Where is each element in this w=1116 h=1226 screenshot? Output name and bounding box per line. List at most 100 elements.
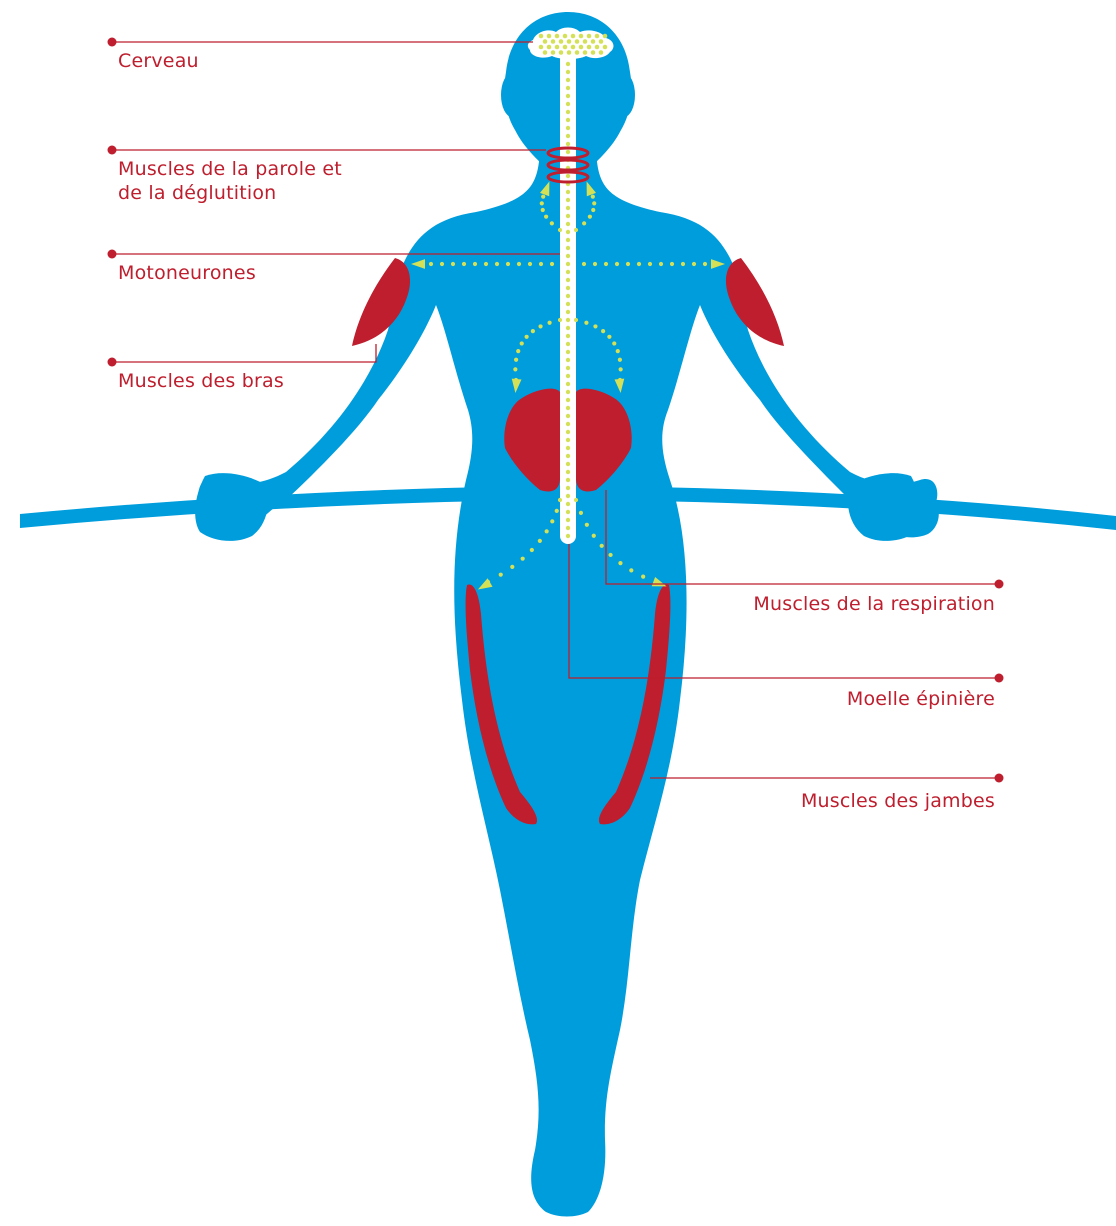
spinal-dot bbox=[566, 174, 570, 178]
brain-dot bbox=[539, 34, 544, 39]
throat-path-dot bbox=[582, 221, 586, 225]
arm-path-dot bbox=[615, 262, 619, 266]
arm-path-dot bbox=[506, 262, 510, 266]
spinal-dot bbox=[566, 470, 570, 474]
spinal-dot bbox=[566, 350, 570, 354]
leader-dot bbox=[995, 774, 1004, 783]
spinal-dot bbox=[566, 230, 570, 234]
spinal-dot bbox=[566, 62, 570, 66]
spinal-dot bbox=[566, 278, 570, 282]
spinal-dot bbox=[566, 478, 570, 482]
arm-path-dot bbox=[451, 262, 455, 266]
spinal-dot bbox=[566, 222, 570, 226]
leg-path-dot bbox=[618, 561, 622, 565]
leg-path-dot bbox=[521, 557, 525, 561]
spinal-dot bbox=[566, 398, 570, 402]
brain-dot bbox=[583, 50, 588, 55]
spinal-dot bbox=[566, 414, 570, 418]
label-moelle: Moelle épinière bbox=[847, 688, 995, 711]
arm-path-dot bbox=[681, 262, 685, 266]
leg-path-dot bbox=[510, 565, 514, 569]
respiration-path-dot bbox=[547, 321, 551, 325]
arm-path-dot bbox=[659, 262, 663, 266]
spinal-dot bbox=[566, 246, 570, 250]
label-motoneurones: Motoneurones bbox=[118, 262, 256, 285]
brain-dot bbox=[587, 45, 592, 50]
spinal-dot bbox=[566, 518, 570, 522]
arm-path-dot bbox=[648, 262, 652, 266]
brain-dot bbox=[575, 50, 580, 55]
spinal-dot bbox=[566, 390, 570, 394]
leg-path-dot bbox=[538, 539, 542, 543]
spinal-dot bbox=[566, 358, 570, 362]
brain-dot bbox=[599, 39, 604, 44]
leader-dot bbox=[108, 358, 117, 367]
spinal-dot bbox=[566, 110, 570, 114]
leader-dot bbox=[995, 674, 1004, 683]
throat-path-dot bbox=[544, 215, 548, 219]
spinal-dot bbox=[566, 198, 570, 202]
respiration-path-dot bbox=[593, 324, 597, 328]
spinal-dot bbox=[566, 214, 570, 218]
spinal-dot bbox=[566, 270, 570, 274]
leg-path-dot bbox=[585, 523, 589, 527]
spinal-dot bbox=[566, 86, 570, 90]
brain-dot bbox=[567, 50, 572, 55]
spinal-dot bbox=[566, 150, 570, 154]
leg-path-dot bbox=[530, 548, 534, 552]
brain-dot bbox=[563, 34, 568, 39]
brain-dot bbox=[579, 45, 584, 50]
brain-dot bbox=[551, 50, 556, 55]
brain-dot bbox=[543, 50, 548, 55]
leg-path-dot bbox=[608, 553, 612, 557]
spinal-dot bbox=[566, 326, 570, 330]
respiration-path-dot bbox=[538, 324, 542, 328]
spinal-dot bbox=[566, 262, 570, 266]
right-hand bbox=[848, 473, 921, 541]
leg-path-dot bbox=[550, 519, 554, 523]
spinal-dot bbox=[566, 534, 570, 538]
throat-path-dot bbox=[591, 195, 595, 199]
brain-dot bbox=[583, 39, 588, 44]
throat-path-dot bbox=[540, 201, 544, 205]
leader-dot bbox=[108, 146, 117, 155]
label-parole-line2: de la déglutition bbox=[118, 182, 276, 205]
brain-dot bbox=[571, 34, 576, 39]
spinal-cord bbox=[560, 50, 576, 544]
brain-dot bbox=[543, 39, 548, 44]
respiration-path-dot bbox=[520, 341, 524, 345]
leg-path-dot bbox=[600, 544, 604, 548]
spinal-dot bbox=[566, 134, 570, 138]
throat-path-dot bbox=[588, 215, 592, 219]
spinal-dot bbox=[566, 302, 570, 306]
brain-dot bbox=[599, 50, 604, 55]
spinal-dot bbox=[566, 502, 570, 506]
throat-path-dot bbox=[558, 228, 562, 232]
arm-path-dot bbox=[593, 262, 597, 266]
spinal-dot bbox=[566, 310, 570, 314]
respiration-path-dot bbox=[618, 358, 622, 362]
spinal-dot bbox=[566, 118, 570, 122]
spinal-dot bbox=[566, 438, 570, 442]
spinal-dot bbox=[566, 102, 570, 106]
spinal-dot bbox=[566, 142, 570, 146]
leg-path-dot bbox=[555, 509, 559, 513]
spinal-dot bbox=[566, 342, 570, 346]
label-parole-line1: Muscles de la parole et bbox=[118, 158, 342, 181]
spinal-dot bbox=[566, 318, 570, 322]
spinal-dot bbox=[566, 462, 570, 466]
label-cerveau: Cerveau bbox=[118, 50, 199, 73]
leg-path-dot bbox=[499, 573, 503, 577]
leader-dot bbox=[995, 580, 1004, 589]
leader-dot bbox=[108, 38, 117, 47]
respiration-path-dot bbox=[514, 358, 518, 362]
spinal-dot bbox=[566, 294, 570, 298]
leg-path-dot bbox=[641, 575, 645, 579]
brain-dot bbox=[579, 34, 584, 39]
spinal-dot bbox=[566, 366, 570, 370]
spinal-dot bbox=[566, 94, 570, 98]
leg-path-dot bbox=[558, 498, 562, 502]
brain-dot bbox=[603, 45, 608, 50]
spinal-dot bbox=[566, 126, 570, 130]
throat-path-dot bbox=[574, 228, 578, 232]
